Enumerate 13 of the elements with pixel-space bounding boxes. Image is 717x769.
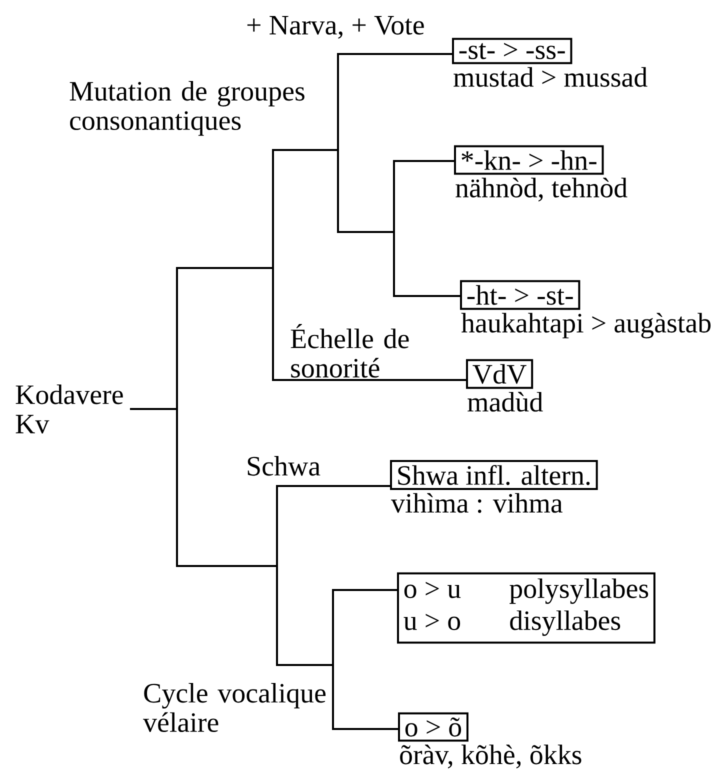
tree-branch (130, 408, 398, 730)
example-text: mustad > mussad (454, 67, 648, 87)
root-label: Kodavere Kv (16, 384, 123, 434)
branch-label: Mutation de groupes consonantiques (70, 81, 304, 136)
example-text: haukahtapi > augàstab (461, 312, 711, 338)
branch-label: Schwa (248, 456, 320, 476)
example-text: õràv, kõhè, õkks (400, 744, 582, 768)
example-text: nähnòd, tehnòd (456, 178, 628, 202)
branch-label: Cycle vocalique vélaire (143, 683, 326, 732)
branch-label: Échelle de sonorité (290, 324, 409, 378)
example-text: vihìma : vihma (391, 493, 562, 513)
example-text: madùd (468, 392, 543, 412)
branch-label: + Narva, + Vote (247, 16, 424, 39)
